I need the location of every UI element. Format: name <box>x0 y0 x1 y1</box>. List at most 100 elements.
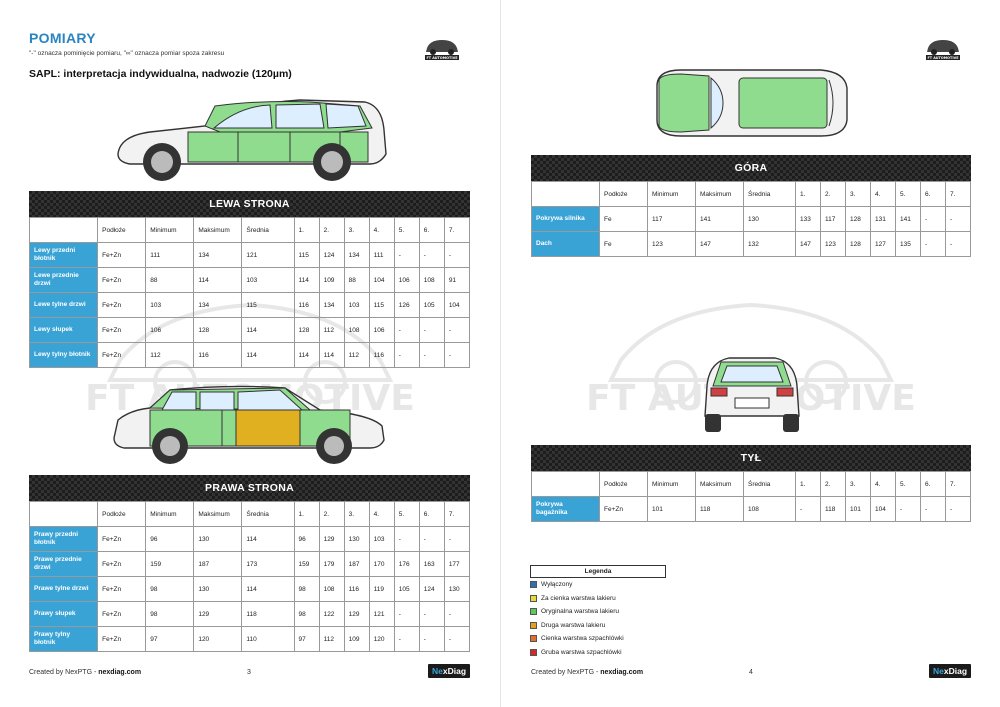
table-cell: 112 <box>145 342 195 368</box>
column-header: 2. <box>318 501 345 527</box>
svg-text:FT AUTOMOTIVE: FT AUTOMOTIVE <box>927 56 959 60</box>
table-cell: 98 <box>293 576 320 602</box>
table-cell: Fe+Zn <box>97 342 147 368</box>
table-cell: 120 <box>193 626 243 652</box>
legend-swatch <box>530 621 537 629</box>
panel-name: Prawy tylny błotnik <box>28 626 99 652</box>
table-cell: 91 <box>443 267 471 293</box>
svg-text:FT AUTOMOTIVE: FT AUTOMOTIVE <box>426 56 458 60</box>
nexdiag-logo: NexDiag <box>428 664 470 678</box>
column-header: 3. <box>343 501 370 527</box>
sapl-subtitle: SAPL: interpretacja indywidualna, nadwoz… <box>29 68 292 80</box>
panel-name: Prawy przedni błotnik <box>28 526 99 552</box>
column-header: 6. <box>920 181 946 207</box>
table-cell: 117 <box>820 206 846 232</box>
table-cell: 116 <box>343 576 370 602</box>
table-cell: 129 <box>193 601 243 627</box>
panel-name: Lewy słupek <box>28 317 99 343</box>
table-cell: 129 <box>343 601 370 627</box>
table-cell: 101 <box>845 496 871 522</box>
table-cell: 130 <box>443 576 471 602</box>
legend-label: Druga warstwa lakieru <box>541 621 606 629</box>
lewa-strona-header: LEWA STRONA <box>29 191 470 217</box>
column-header: Średnia <box>743 181 796 207</box>
table-cell: Fe+Zn <box>97 626 147 652</box>
table-cell: 114 <box>241 576 295 602</box>
table-cell: 147 <box>795 231 821 257</box>
table-cell: 88 <box>145 267 195 293</box>
table-cell: 104 <box>443 292 471 318</box>
table-cell: - <box>795 496 821 522</box>
table-cell: 111 <box>368 242 395 268</box>
column-header: 4. <box>870 471 896 497</box>
table-cell: 106 <box>368 317 395 343</box>
table-cell: 134 <box>193 292 243 318</box>
brand-suffix: Diag <box>948 666 968 676</box>
table-cell: 187 <box>193 551 243 577</box>
footer-credit: Created by NexPTG - nexdiag.com <box>29 669 141 676</box>
table-cell: - <box>418 242 445 268</box>
table-cell: 119 <box>368 576 395 602</box>
panel-name: Dach <box>531 231 600 257</box>
ft-automotive-logo: FT AUTOMOTIVE <box>425 40 459 60</box>
table-cell: 159 <box>293 551 320 577</box>
legend-label: Oryginalna warstwa lakieru <box>541 608 620 615</box>
column-header: 5. <box>895 471 921 497</box>
table-cell: 104 <box>870 496 896 522</box>
table-cell: 170 <box>368 551 395 577</box>
car-right-side-diagram <box>113 385 385 464</box>
legend-label: Gruba warstwa szpachlówki <box>541 648 622 656</box>
legend-swatch <box>530 648 537 656</box>
table-cell: - <box>393 526 420 552</box>
table-cell: 120 <box>368 626 395 652</box>
table-cell: 118 <box>695 496 744 522</box>
column-header: 1. <box>293 501 320 527</box>
table-cell: 105 <box>418 292 445 318</box>
table-cell: 123 <box>647 231 696 257</box>
table-cell: - <box>393 601 420 627</box>
table-cell: 114 <box>241 317 295 343</box>
legend-swatch <box>530 635 537 642</box>
table-cell: 105 <box>393 576 420 602</box>
table-cell: 103 <box>368 526 395 552</box>
table-cell: 104 <box>368 267 395 293</box>
table-cell: 141 <box>695 206 744 232</box>
table-cell: - <box>418 626 445 652</box>
table-cell: Fe+Zn <box>97 292 147 318</box>
table-cell: 187 <box>343 551 370 577</box>
table-cell: 127 <box>870 231 896 257</box>
column-header: 1. <box>795 471 821 497</box>
ft-automotive-logo: FT AUTOMOTIVE <box>926 40 960 60</box>
legend-swatch <box>530 594 537 602</box>
table-cell: - <box>945 496 971 522</box>
brand-prefix: Ne <box>932 666 944 676</box>
column-header: Podłoże <box>599 181 648 207</box>
table-cell: - <box>920 206 946 232</box>
table-cell: 108 <box>318 576 345 602</box>
table-cell: 133 <box>795 206 821 232</box>
table-cell: - <box>443 626 471 652</box>
table-cell: 114 <box>293 342 320 368</box>
table-cell: - <box>443 342 471 368</box>
table-cell: 124 <box>318 242 345 268</box>
legend-title: Legenda <box>530 565 666 578</box>
brand-x: x <box>442 666 448 676</box>
table-cell: 112 <box>318 626 345 652</box>
measurement-note: "-" oznacza pominięcie pomiaru, "∞" ozna… <box>29 50 225 57</box>
table-cell: 115 <box>368 292 395 318</box>
table-cell: - <box>393 242 420 268</box>
panel-name: Prawy słupek <box>28 601 99 627</box>
table-cell: 147 <box>695 231 744 257</box>
footer-site-link[interactable]: nexdiag.com <box>98 669 142 676</box>
table-cell: 132 <box>743 231 796 257</box>
table-cell: - <box>443 242 471 268</box>
footer-site-link[interactable]: nexdiag.com <box>600 669 644 676</box>
